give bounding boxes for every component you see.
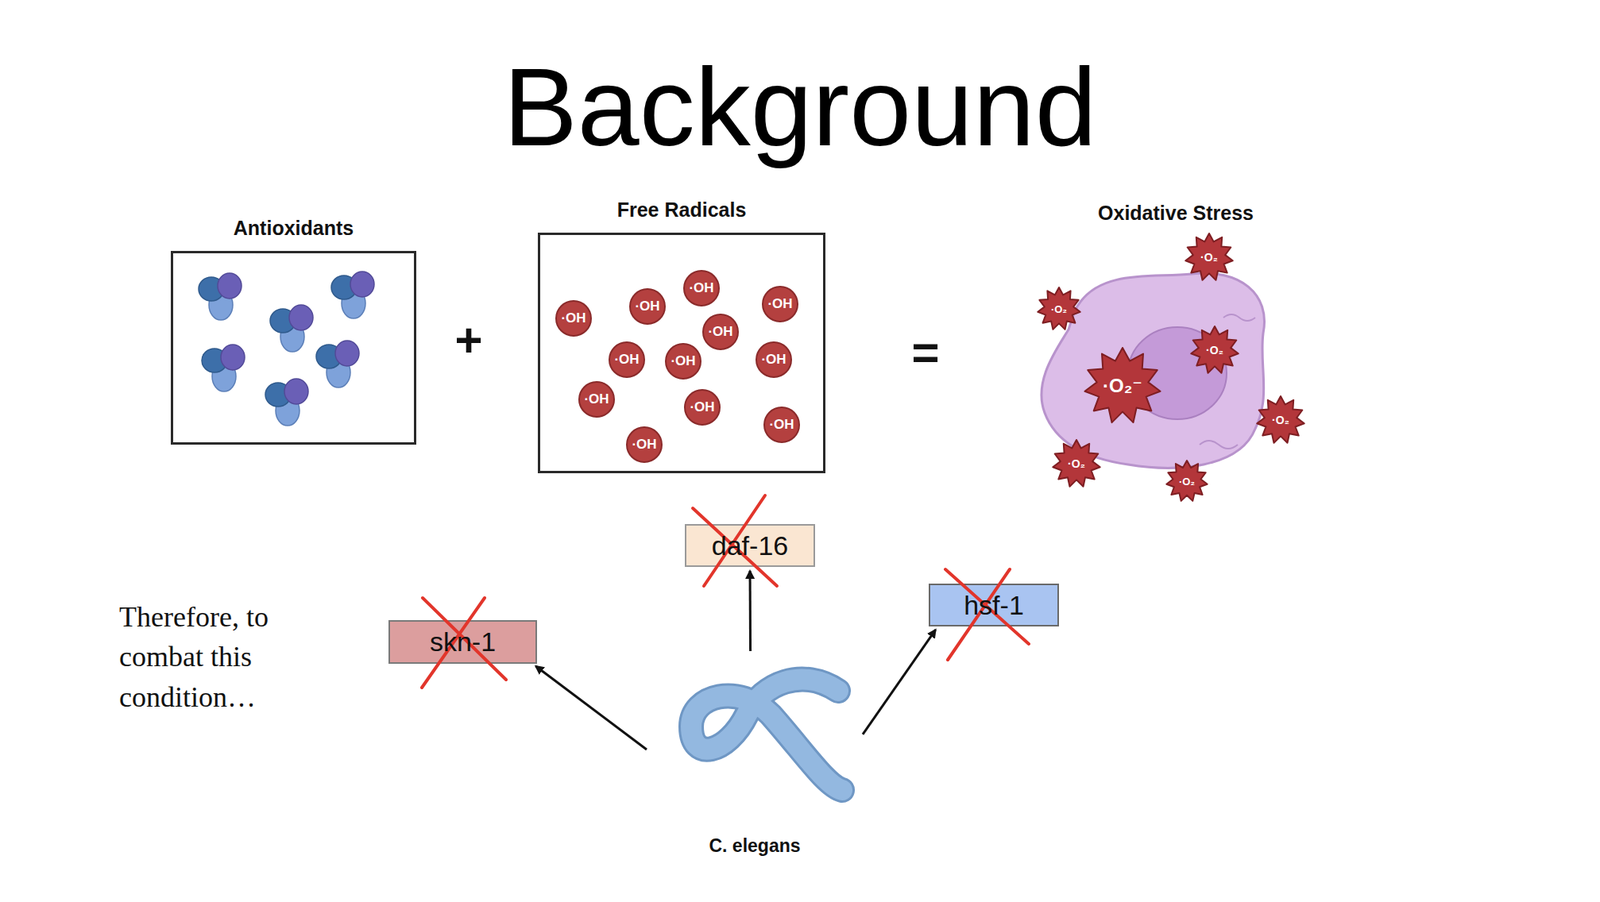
node-text: ·O₂⁻ — [1102, 374, 1143, 398]
cross-stroke — [945, 569, 1029, 645]
radical-circle: ·OH — [683, 270, 720, 307]
node-text: ·OH — [688, 280, 714, 297]
arrow-connector — [749, 571, 753, 652]
star-outline — [1190, 326, 1238, 374]
superoxide-star: ·O₂⁻ — [1084, 347, 1161, 425]
star-outline — [1085, 347, 1161, 423]
gene-box: hsf-1 — [928, 583, 1059, 627]
node-text: ·OH — [614, 351, 639, 368]
node-text: daf-16 — [711, 530, 789, 562]
node-text: ·O₂ — [1205, 343, 1224, 357]
antioxidant-molecule — [270, 305, 314, 352]
organism-figure: C. elegans — [646, 651, 863, 862]
page-title: Background — [0, 46, 1600, 169]
superoxide-star: ·O₂ — [1052, 440, 1101, 488]
star-outline — [1185, 233, 1233, 281]
panel-heading: Antioxidants — [233, 216, 354, 240]
radical-circle: ·OH — [702, 313, 739, 351]
node-text: ·OH — [689, 399, 715, 416]
gene-box: skn-1 — [388, 620, 538, 665]
node-text: ·O₂ — [1178, 475, 1195, 488]
panel-box: Free Radicals·OH·OH·OH·OH·OH·OH·OH·OH·OH… — [537, 232, 826, 474]
arrow-connector — [535, 666, 647, 750]
node-text: ·OH — [670, 353, 696, 370]
superoxide-star: ·O₂ — [1256, 396, 1305, 445]
node-text: ·O₂ — [1200, 251, 1218, 264]
worm-body — [691, 680, 843, 791]
antioxidant-molecule — [331, 271, 375, 319]
plus-sign: + — [454, 313, 483, 368]
node-text: ·OH — [583, 391, 609, 408]
radical-circle: ·OH — [608, 341, 646, 379]
organelle — [1223, 314, 1256, 321]
radical-circle: ·OH — [755, 341, 793, 379]
radical-circle: ·OH — [761, 285, 799, 323]
node-text: ·O₂ — [1271, 413, 1290, 427]
radical-circle: ·OH — [664, 343, 702, 380]
cell-region: Oxidative Stress·O₂·O₂·O₂·O₂⁻·O₂·O₂·O₂ — [1024, 238, 1327, 509]
superoxide-star: ·O₂ — [1185, 233, 1233, 282]
node-text: ·OH — [631, 436, 657, 453]
superoxide-star: ·O₂ — [1037, 287, 1081, 331]
node-text: ·O₂ — [1051, 303, 1067, 316]
radical-circle: ·OH — [763, 406, 800, 444]
antioxidant-molecule — [201, 344, 245, 392]
node-text: ·OH — [560, 310, 586, 327]
radical-circle: ·OH — [626, 426, 663, 464]
panel-box: Antioxidants — [170, 251, 417, 445]
antioxidant-molecule — [265, 378, 309, 426]
node-text: ·OH — [769, 417, 794, 433]
radical-circle: ·OH — [629, 288, 666, 325]
node-text: skn-1 — [429, 626, 496, 658]
antioxidant-molecule — [316, 340, 360, 388]
node-text: ·OH — [634, 298, 660, 315]
organism-caption: C. elegans — [708, 835, 800, 858]
arrow-connector — [862, 629, 936, 735]
star-outline — [1256, 396, 1304, 444]
node-text: ·OH — [767, 296, 793, 313]
node-text: ·OH — [761, 351, 786, 368]
node-text: hsf-1 — [963, 590, 1025, 622]
superoxide-star: ·O₂ — [1166, 460, 1208, 503]
panel-heading: Free Radicals — [617, 198, 747, 222]
equals-sign: = — [911, 324, 940, 380]
organelle — [1199, 440, 1238, 449]
gene-box: daf-16 — [684, 524, 816, 568]
radical-circle: ·OH — [555, 300, 592, 337]
node-text: ·OH — [707, 324, 733, 341]
radical-circle: ·OH — [684, 389, 721, 426]
star-outline — [1052, 440, 1100, 487]
worm-outline — [691, 680, 843, 791]
antioxidant-molecule — [198, 273, 242, 321]
radical-circle: ·OH — [578, 381, 615, 418]
star-outline — [1166, 460, 1207, 502]
note-text: Therefore, to combat this condition… — [119, 597, 358, 718]
star-outline — [1037, 287, 1080, 330]
node-text: ·O₂ — [1067, 457, 1086, 471]
panel-heading: Oxidative Stress — [1097, 201, 1254, 225]
superoxide-star: ·O₂ — [1190, 326, 1239, 375]
